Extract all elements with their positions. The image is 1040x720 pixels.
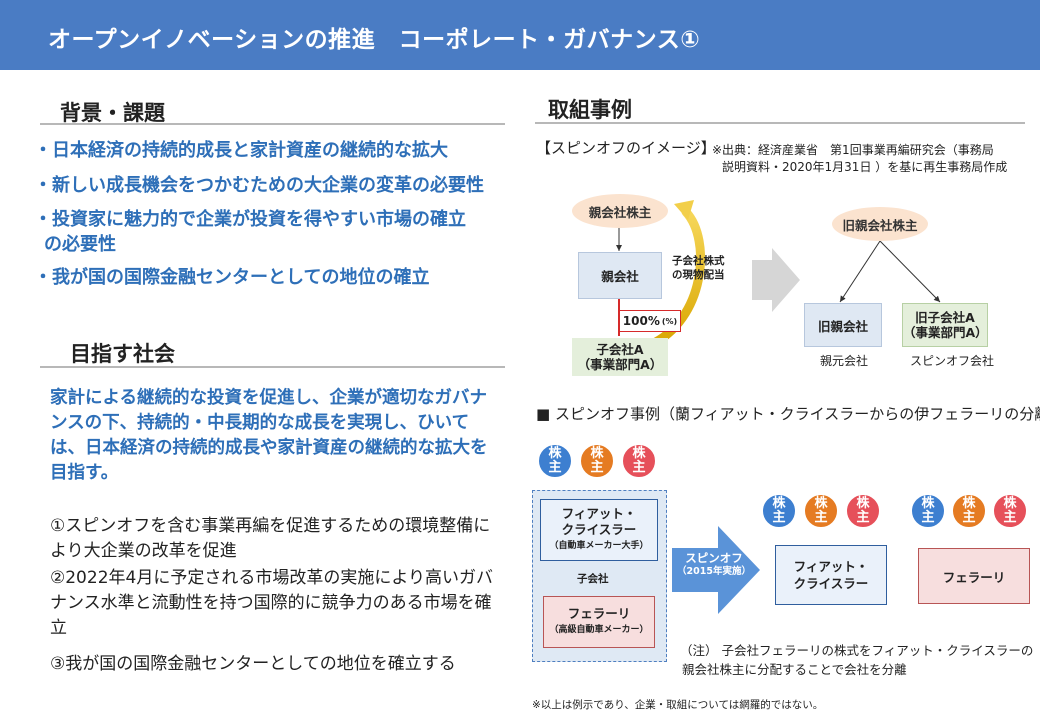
ownership-percent-unit: (%) [661, 316, 678, 326]
after-fca-node: フィアット・ クライスラー [775, 545, 887, 605]
section-divider [40, 366, 505, 368]
ferrari-description: （高級自動車メーカー） [549, 625, 649, 635]
parent-company-label: 親元会社 [820, 354, 869, 368]
footnote: ※以上は例示であり、企業・取組については網羅的ではない。 [532, 699, 824, 711]
background-heading: 背景・課題 [60, 101, 165, 125]
bullet-item: ・投資家に魅力的で企業が投資を得やすい市場の確立 [34, 209, 466, 230]
shareholder-circle: 株主 [804, 494, 838, 528]
after-fca-name-line: クライスラー [793, 576, 869, 591]
society-goal-text: 家計による継続的な投資を促進し、企業が適切なガバナンスの下、持続的・中長期的な成… [50, 388, 488, 483]
spinoff-note: （注） 子会社フェラーリの株式をフィアット・クライスラーの 親会社株主に分配する… [680, 641, 1033, 679]
spinoff-arrow-label: スピンオフ （2015年実施） [674, 552, 754, 578]
shareholder-circle: 株主 [911, 494, 945, 528]
shareholder-circle: 株主 [846, 494, 880, 528]
old-parent-shareholder-node: 旧親会社株主 [832, 207, 928, 241]
parent-company-node: 親会社 [578, 252, 662, 299]
old-subsidiary-name: 旧子会社A [915, 310, 975, 325]
source-note: 説明資料・2020年1月31日 ）を基に再生事務局作成 [722, 160, 1008, 174]
dividend-label-line: 子会社株式 [672, 255, 725, 267]
subsidiary-label: 子会社 [577, 573, 609, 585]
fca-description: （自動車メーカー大手） [549, 541, 649, 551]
subsidiary-name: 子会社A [596, 342, 644, 357]
source-note: ※出典：経済産業省 第1回事業再編研究会（事務局 [712, 143, 994, 157]
measure-item: ③我が国の国際金融センターとしての地位を確立する [50, 654, 456, 674]
measure-item: ②2022年4月に予定される市場改革の実施により高いガバナンス水準と流動性を持つ… [50, 568, 493, 638]
page-title: オープンイノベーションの推進 コーポレート・ガバナンス① [48, 27, 701, 53]
dividend-label-line: の現物配当 [672, 269, 725, 281]
shareholder-circle: 株主 [993, 494, 1027, 528]
bullet-item-continued: の必要性 [44, 234, 116, 255]
note-line: 親会社株主に分配することで会社を分離 [682, 662, 907, 677]
fca-name-line: フィアット・ [561, 506, 637, 521]
parent-shareholder-node: 親会社株主 [572, 194, 668, 228]
society-heading: 目指す社会 [70, 342, 175, 366]
bullet-item: ・日本経済の持続的成長と家計資産の継続的な拡大 [34, 140, 448, 161]
fca-name-line: クライスラー [561, 522, 637, 537]
fca-node: フィアット・ クライスラー （自動車メーカー大手） [540, 499, 658, 561]
dividend-label: 子会社株式 の現物配当 [672, 254, 725, 282]
spinoff-label: スピンオフ [685, 551, 743, 565]
section-divider [535, 122, 1025, 124]
spinoff-company-label: スピンオフ会社 [910, 354, 995, 368]
old-subsidiary-node: 旧子会社A （事業部門A） [902, 303, 988, 347]
after-ferrari-node: フェラーリ [918, 548, 1030, 604]
shareholder-circle: 株主 [762, 494, 796, 528]
spinoff-year: （2015年実施） [677, 566, 751, 577]
example-heading: ■ スピンオフ事例（蘭フィアット・クライスラーからの伊フェラーリの分離） [536, 405, 1040, 423]
ferrari-name: フェラーリ [567, 606, 631, 621]
ownership-percent: 100% [622, 314, 660, 328]
subsidiary-node: 子会社A （事業部門A） [572, 338, 668, 376]
measure-item: ①スピンオフを含む事業再編を促進するための環境整備により大企業の改革を促進 [50, 516, 491, 561]
image-caption: 【スピンオフのイメージ】 [536, 139, 716, 157]
shareholder-circle: 株主 [622, 444, 656, 478]
note-line: （注） 子会社フェラーリの株式をフィアット・クライスラーの [680, 643, 1034, 658]
ferrari-node: フェラーリ （高級自動車メーカー） [543, 596, 655, 648]
bullet-item: ・新しい成長機会をつかむための大企業の変革の必要性 [34, 175, 484, 196]
shareholder-circle: 株主 [538, 444, 572, 478]
shareholder-circle: 株主 [952, 494, 986, 528]
header-banner [0, 0, 1040, 70]
after-fca-name-line: フィアット・ [793, 559, 869, 574]
old-parent-company-node: 旧親会社 [804, 303, 882, 347]
examples-heading: 取組事例 [548, 98, 632, 122]
ownership-percent-box: 100% (%) [619, 310, 681, 332]
subsidiary-division: （事業部門A） [577, 357, 663, 372]
bullet-item: ・我が国の国際金融センターとしての地位の確立 [34, 267, 430, 288]
shareholder-circle: 株主 [580, 444, 614, 478]
section-divider [40, 123, 505, 125]
old-subsidiary-division: （事業部門A） [903, 325, 988, 340]
